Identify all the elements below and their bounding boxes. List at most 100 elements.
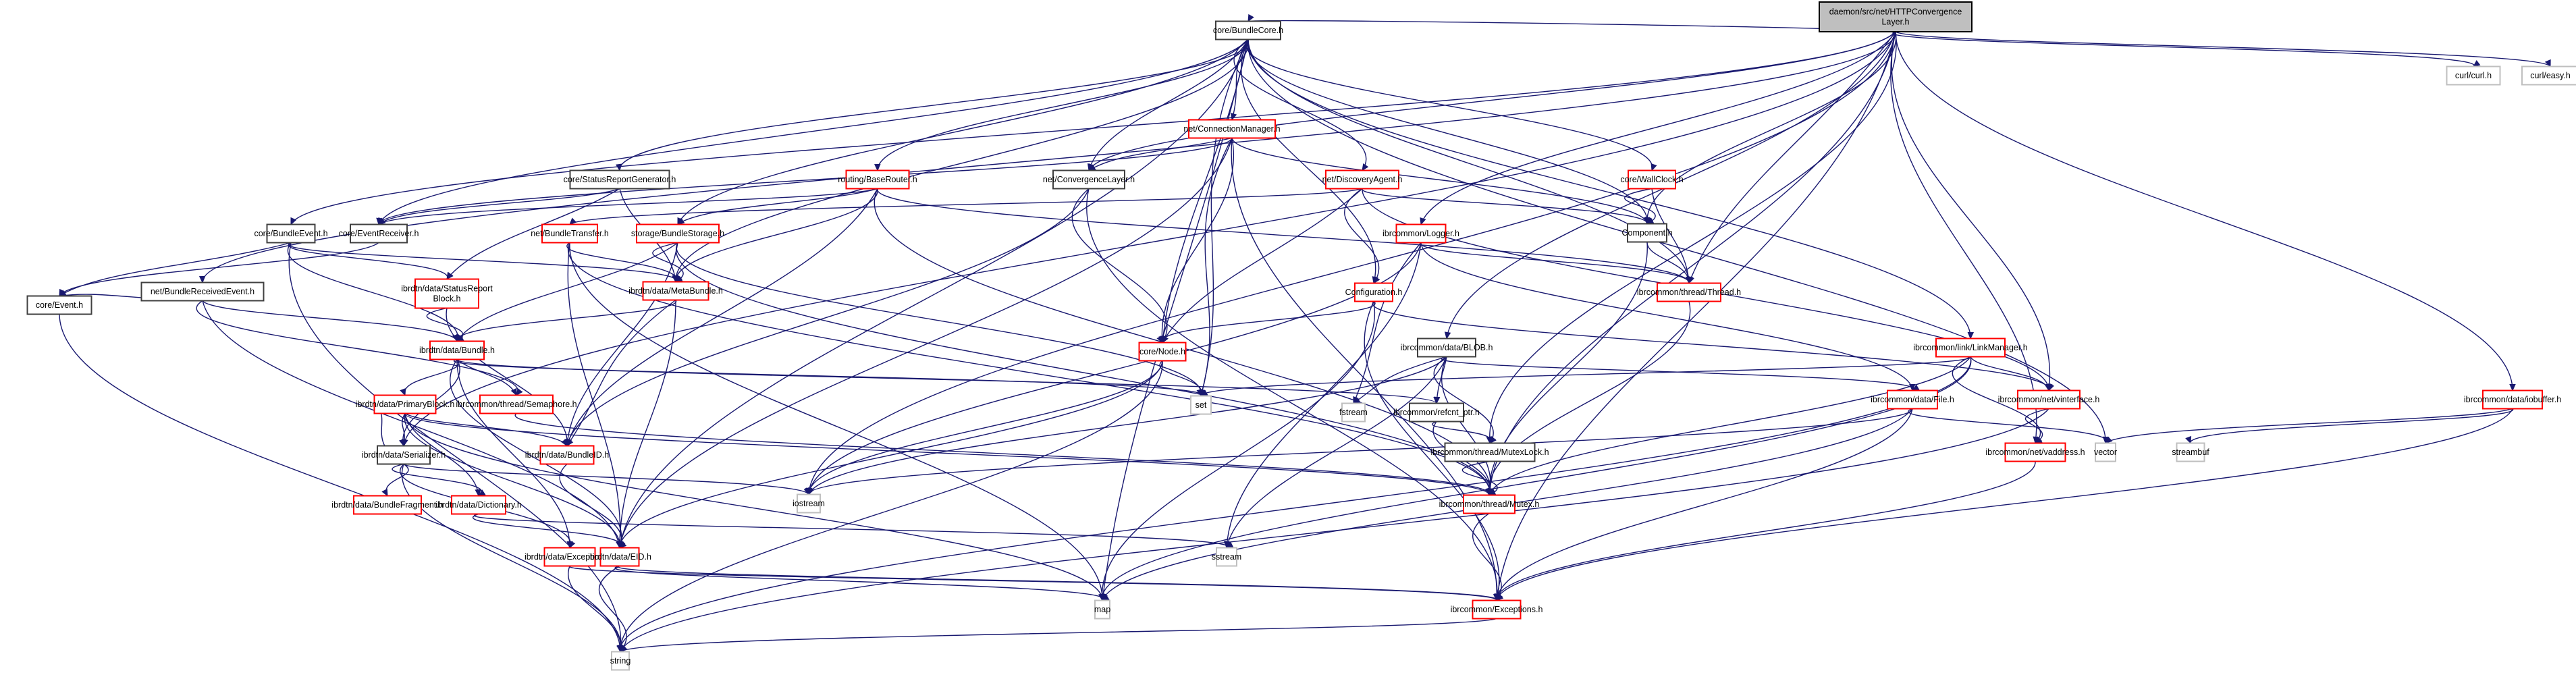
node-event[interactable]: core/Event.h [26,295,92,315]
node-exceptions[interactable]: ibrdtn/data/Exceptions.h [525,547,615,567]
node-convlayer[interactable]: net/ConvergenceLayer.h [1043,169,1135,190]
edge-line [1161,138,1234,343]
edge-line [1624,188,1656,225]
node-component[interactable]: Component.h [1621,223,1673,243]
node-bundle[interactable]: ibrdtn/data/Bundle.h [419,340,495,360]
node-semaphore[interactable]: ibrcommon/thread/Semaphore.h [456,394,577,414]
node-bundleevent[interactable]: core/BundleEvent.h [254,223,328,244]
node-box [599,547,640,567]
edge-line [378,188,878,225]
edge-discovery-to-node [1162,188,1363,344]
node-set: set [1190,395,1212,415]
node-bundlefragment[interactable]: ibrdtn/data/BundleFragment.h [331,495,444,515]
edge-line [404,359,460,396]
node-label: routing/BaseRouter.h [838,175,917,184]
edge-eid-to-ibrexceptions [618,565,1504,601]
node-node[interactable]: core/Node.h [1138,342,1187,362]
arrowhead-icon [616,163,622,171]
node-primaryblock[interactable]: ibrdtn/data/PrimaryBlock.h [356,394,455,414]
node-label: ibrcommon/refcnt_ptr.h [1393,408,1480,417]
edge-line [1362,188,1648,225]
node-label: ibrcommon/thread/Thread.h [1637,288,1741,297]
edge-line [196,300,519,396]
edge-line [2190,408,2513,444]
node-configuration[interactable]: Configuration.h [1345,282,1403,302]
node-serializer[interactable]: ibrdtn/data/Serializer.h [362,445,446,465]
edge-line [1472,512,1502,601]
node-bundletransfer[interactable]: net/BundleTransfer.h [531,223,609,244]
arrowhead-icon [1420,217,1426,225]
edge-line [474,513,1229,549]
edge-line [288,242,677,282]
node-wallclock[interactable]: core/WallClock.h [1620,169,1684,190]
edge-line [1461,460,1498,496]
edge-bundlecore-to-eventreceiver [378,39,1249,225]
edge-line [1441,356,1491,495]
node-bundlecore[interactable]: core/BundleCore.h [1213,20,1283,40]
edge-line [1071,188,1168,343]
node-recvevent[interactable]: net/BundleReceivedEvent.h [140,281,265,302]
node-box [1935,338,2006,358]
node-discovery[interactable]: net/DiscoveryAgent.h [1322,169,1403,190]
edge-line [675,242,1490,495]
node-iobuffer[interactable]: ibrcommon/data/iobuffer.h [2464,389,2561,410]
node-box [2482,389,2543,410]
node-statusgen[interactable]: core/StatusReportGenerator.h [564,169,676,190]
edge-line [403,463,809,495]
edge-line [59,314,621,652]
node-label: net/ConvergenceLayer.h [1043,175,1135,184]
node-refcnt[interactable]: ibrcommon/refcnt_ptr.h [1393,402,1480,423]
edge-line [2024,408,2049,444]
arrowhead-icon [475,489,481,497]
node-box [797,493,821,514]
node-thread[interactable]: ibrcommon/thread/Thread.h [1637,282,1741,302]
node-connmgr[interactable]: net/ConnectionManager.h [1183,119,1281,139]
node-mutexlock[interactable]: ibrcommon/thread/MutexLock.h [1430,442,1549,462]
edge-line [1432,421,1492,443]
node-label: sstream [1212,552,1241,562]
node-label: core/Event.h [36,300,83,310]
edge-bundleevent-to-statusblock [288,242,454,280]
node-label: ibrdtn/data/EID.h [588,552,651,562]
edge-line [677,188,878,225]
node-mutex[interactable]: ibrcommon/thread/Mutex.h [1439,494,1540,514]
edge-line [1488,356,1971,495]
node-bundlestorage[interactable]: storage/BundleStorage.h [631,223,724,244]
node-eventreceiver[interactable]: core/EventReceiver.h [339,223,419,244]
edge-line [1247,39,1648,224]
edge-thread-to-mutex [1485,301,1691,496]
node-ibrexceptions[interactable]: ibrcommon/Exceptions.h [1451,599,1543,620]
node-vaddress[interactable]: ibrcommon/net/vaddress.h [1985,442,2085,462]
node-linkmgr[interactable]: ibrcommon/link/LinkManager.h [1913,338,2028,358]
edge-line [1353,242,1422,404]
node-baserouter[interactable]: routing/BaseRouter.h [838,169,917,190]
node-file[interactable]: ibrcommon/data/File.h [1871,389,1954,410]
edge-baserouter-to-bundlestorage [677,188,878,225]
node-string: string [610,651,630,671]
node-vinterface[interactable]: ibrcommon/net/vinterface.h [1998,389,2100,410]
edge-line [618,565,1497,601]
edge-blob-to-fstream [1353,356,1447,404]
node-bundleid[interactable]: ibrdtn/data/BundleID.h [525,445,609,465]
edge-line [1088,39,1249,171]
edge-line [288,242,458,342]
edge-vaddress-to-ibrexceptions [1493,461,2036,601]
edge-line [566,299,676,446]
node-box [1216,547,1237,567]
node-label: curl/curl.h [2455,71,2492,80]
node-dictionary[interactable]: ibrdtn/data/Dictionary.h [435,495,522,515]
edge-serializer-to-iostream [403,463,810,495]
node-box [543,547,596,567]
node-blob[interactable]: ibrcommon/data/BLOB.h [1401,338,1493,358]
edge-line [404,412,568,446]
node-eid[interactable]: ibrdtn/data/EID.h [588,547,651,567]
node-logger[interactable]: ibrcommon/Logger.h [1383,223,1459,244]
edge-refcnt-to-mutexlock [1432,421,1497,444]
edge-line [1247,20,1896,32]
edge-bundlecore-to-vector [1247,39,2110,444]
node-metabundle[interactable]: ibrdtn/data/MetaBundle.h [628,281,723,301]
edge-file-to-vector [1908,408,2113,444]
